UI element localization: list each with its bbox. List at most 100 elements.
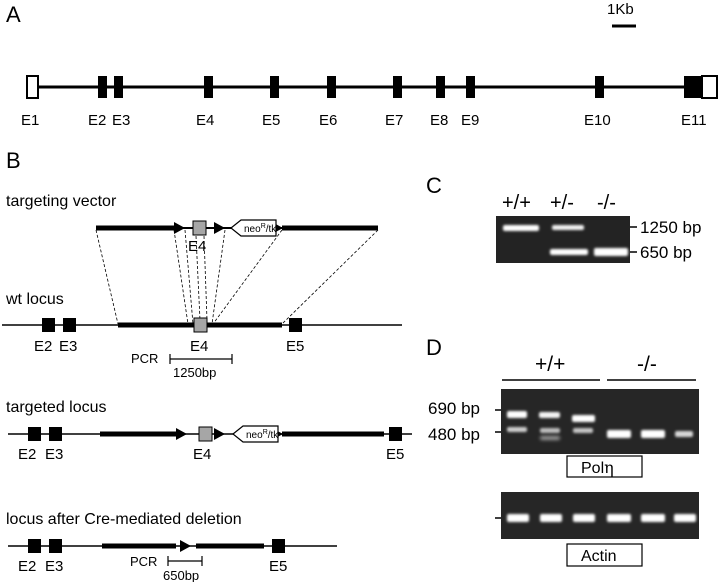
exon-e5-box	[270, 76, 279, 98]
tv-exon-e4-label: E4	[188, 238, 206, 255]
homology-lines	[95, 229, 379, 325]
loxp-arrow-icon	[180, 540, 191, 552]
tl-exon-e4-label: E4	[193, 446, 211, 463]
exon-e1-box	[26, 75, 39, 99]
exon-label-e8: E8	[430, 112, 448, 129]
exon-e8-box	[436, 76, 445, 98]
d-genotype-wt: +/+	[535, 353, 565, 376]
targeted-locus-label: targeted locus	[6, 399, 107, 416]
dl-exon-e5-box	[272, 539, 285, 553]
gel-c-band	[552, 225, 584, 230]
c-size-650: 650 bp	[640, 243, 692, 262]
tl-exon-e3-box	[49, 427, 62, 441]
gel-c-bands	[503, 225, 628, 256]
exon-e4-box	[204, 76, 213, 98]
actin-label-box	[566, 543, 643, 567]
exon-e6-box	[327, 76, 336, 98]
wt-exon-e5-label: E5	[286, 338, 304, 355]
dl-exon-e3-label: E3	[45, 558, 63, 575]
gel-d-band	[572, 415, 595, 422]
dl-pcr-label: PCR	[130, 554, 157, 569]
d-genotype-ko: -/-	[637, 353, 657, 376]
pol-label: Polη	[581, 458, 614, 477]
c-genotype-ko: -/-	[597, 192, 616, 214]
gel-d-band	[573, 514, 595, 522]
wt-pcr-label: PCR	[131, 351, 158, 366]
wt-pcr-bracket	[169, 354, 233, 364]
exon-label-e10: E10	[584, 112, 611, 129]
tl-cassette-label: neoR/tk	[246, 429, 279, 441]
panel-c-letter: C	[426, 173, 442, 198]
gel-d-pol-bands	[507, 411, 693, 440]
wt-pcr-size: 1250bp	[173, 365, 216, 380]
c-genotype-het: +/-	[550, 192, 574, 214]
gel-d-actin	[501, 492, 699, 539]
d-size-480: 480 bp	[428, 425, 480, 444]
gel-d-band	[507, 411, 527, 418]
tl-exon-e5-label: E5	[386, 446, 404, 463]
exon-label-e2: E2	[88, 112, 106, 129]
exon-e10-box	[595, 76, 604, 98]
wt-exon-e5-box	[289, 318, 302, 332]
loxp-arrow-icon	[174, 222, 185, 234]
loxp-arrow-icon	[214, 428, 225, 440]
gel-d-actin-bands	[507, 514, 696, 522]
gel-d-pol	[501, 389, 699, 454]
exon-label-e1: E1	[21, 112, 39, 129]
tl-exon-e5-box	[389, 427, 402, 441]
exon-label-e4: E4	[196, 112, 214, 129]
pol-label-box	[566, 455, 643, 478]
gel-c-band	[550, 249, 588, 255]
dl-pcr-size: 650bp	[163, 568, 199, 582]
gel-d-band	[607, 430, 631, 438]
exon-label-e5: E5	[262, 112, 280, 129]
tl-exon-e4-box	[198, 426, 213, 442]
tl-exon-e2-label: E2	[18, 446, 36, 463]
gel-d-band	[675, 431, 693, 437]
loxp-arrow-icon	[214, 222, 225, 234]
wt-exon-e3-box	[63, 318, 76, 332]
neo-tk-cassette	[230, 219, 277, 237]
wt-exon-e3-label: E3	[59, 338, 77, 355]
d-size-690: 690 bp	[428, 399, 480, 418]
exon-e7-box	[393, 76, 402, 98]
c-size-1250: 1250 bp	[640, 218, 701, 237]
dl-exon-e2-box	[28, 539, 41, 553]
exon-e11-utr-box	[701, 75, 718, 99]
gel-d-band	[540, 514, 562, 522]
exon-label-e3: E3	[112, 112, 130, 129]
exon-e11-coding-box	[684, 76, 702, 98]
panel-a-letter: A	[6, 2, 21, 27]
gel-d-band	[573, 428, 593, 433]
gel-d-band	[641, 430, 665, 438]
neo-tk-cassette	[232, 425, 279, 443]
gel-d-band	[507, 514, 529, 522]
tl-exon-e3-label: E3	[45, 446, 63, 463]
exon-label-e9: E9	[461, 112, 479, 129]
gel-d-band	[674, 514, 696, 522]
wt-exon-e4-label: E4	[190, 338, 208, 355]
gel-d-band	[507, 427, 527, 432]
exon-e2-box	[98, 76, 107, 98]
gel-c-band	[503, 225, 539, 231]
scale-bar-label: 1Kb	[607, 1, 634, 18]
tv-exon-e4-box	[192, 220, 207, 236]
panel-b-letter: B	[6, 148, 21, 173]
panel-d-letter: D	[426, 335, 442, 360]
gel-d-band	[539, 412, 560, 418]
wt-locus-label: wt locus	[5, 291, 64, 308]
deleted-locus-label: locus after Cre-mediated deletion	[6, 511, 242, 528]
exon-e9-box	[466, 76, 475, 98]
exon-label-e6: E6	[319, 112, 337, 129]
gel-d-band	[607, 514, 631, 522]
exon-label-e11: E11	[681, 112, 707, 129]
loxp-arrow-icon	[176, 428, 187, 440]
gel-d-band	[540, 428, 560, 433]
actin-label: Actin	[581, 548, 617, 565]
wt-exon-e2-box	[42, 318, 55, 332]
tv-cassette-label: neoR/tk	[244, 223, 277, 235]
exon-e3-box	[114, 76, 123, 98]
exon-label-e7: E7	[385, 112, 403, 129]
targeting-vector-label: targeting vector	[6, 193, 117, 210]
